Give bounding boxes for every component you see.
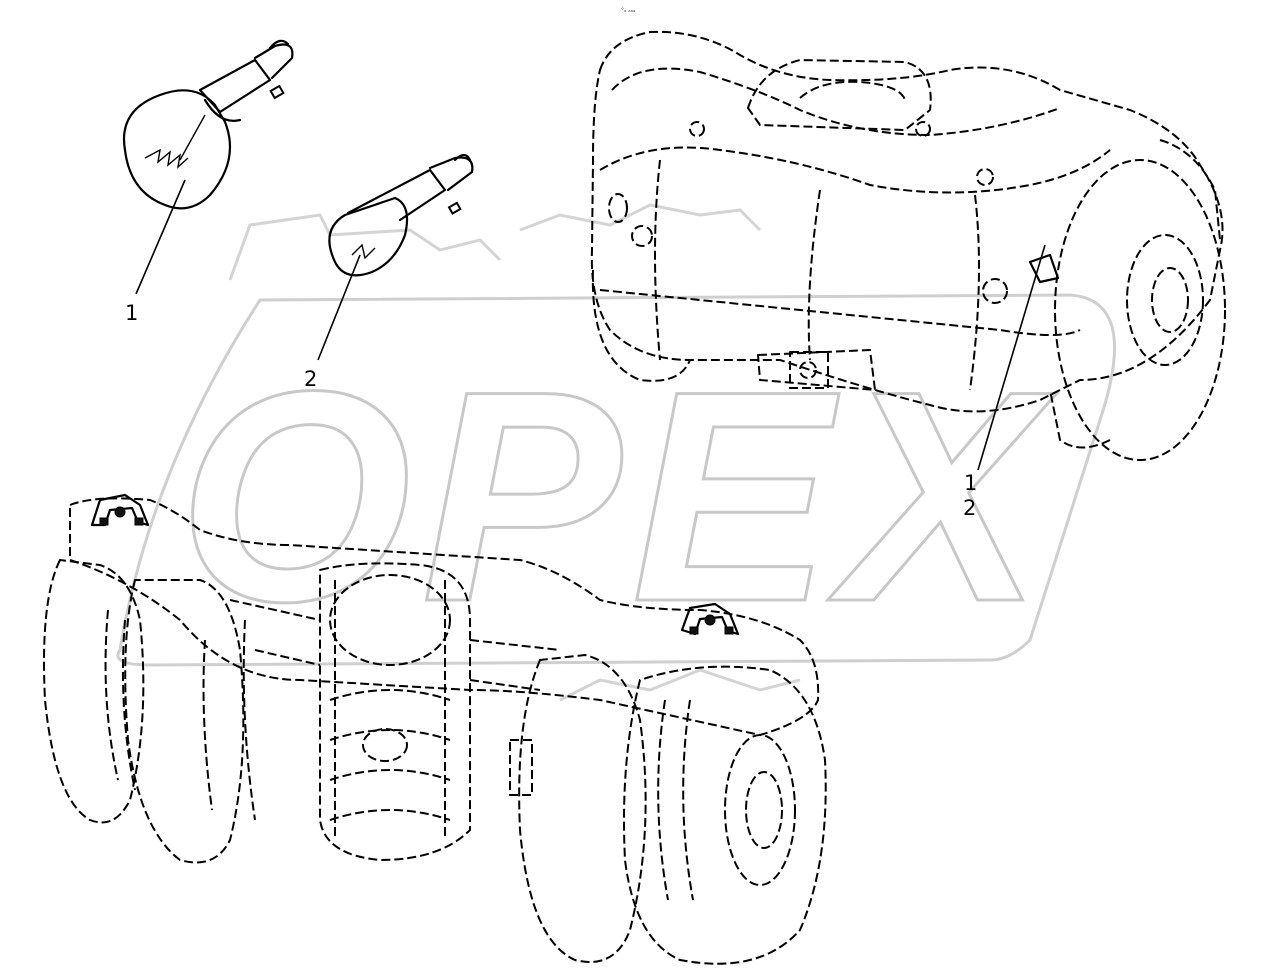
bulb-large-icon [122, 39, 294, 295]
callout-1-bulb: 1 [125, 301, 138, 325]
watermark-text: OPEX [178, 328, 1057, 664]
callout-2-bulb: 2 [304, 367, 317, 391]
callout-1-lamp: 1 [964, 471, 977, 495]
opex-watermark: OPEX [116, 203, 1117, 702]
bulb-small-icon [317, 153, 474, 361]
rear-counterweight [590, 30, 1226, 471]
drawing-code: °ₐ ₐₐₐ [621, 7, 635, 14]
right-lamp-bracket [680, 602, 740, 636]
left-lamp-bracket [90, 493, 150, 527]
drive-axle-assembly [43, 493, 827, 965]
callout-2-lamp: 2 [963, 496, 976, 520]
